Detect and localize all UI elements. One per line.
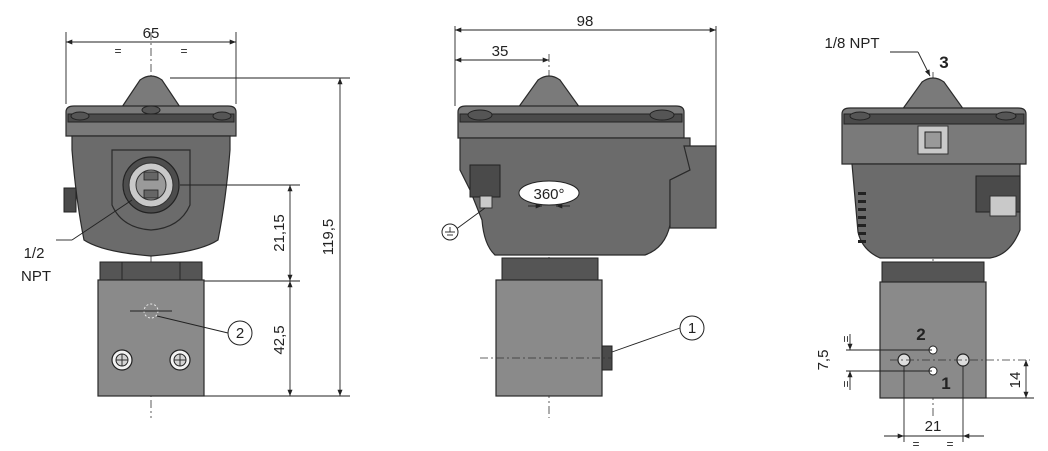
- dim-total-height: 119,5: [320, 219, 337, 255]
- equal-mark: =: [912, 437, 919, 451]
- front-port-label: 1/2: [24, 245, 45, 262]
- rotation-label: 360°: [533, 186, 564, 203]
- rotation-ellipse: [518, 180, 580, 206]
- dim-side-offset: 35: [492, 43, 509, 60]
- screw-icon: [169, 349, 191, 371]
- rear-view: 2 1 7,5 = = 14 21 = = 1/8 NPT 3: [815, 35, 1034, 451]
- callout-2-circle: [227, 320, 253, 346]
- equal-mark: =: [839, 335, 853, 342]
- port-3-label: 3: [939, 53, 948, 72]
- dim-port-vertical: 7,5: [815, 350, 832, 371]
- dim-side-width: 98: [577, 13, 594, 30]
- front-view: 2 65 = = 119,5 21,15 42,5 1/2 NPT: [21, 25, 350, 418]
- callout-2-label: 2: [236, 325, 244, 342]
- front-port-label-npt: NPT: [21, 268, 51, 285]
- callout-1-circle: [679, 315, 705, 341]
- top-port-label: 1/8 NPT: [824, 35, 879, 52]
- dim-port-height-right: 14: [1007, 372, 1024, 389]
- ground-icon: [441, 223, 459, 241]
- equal-mark: =: [839, 380, 853, 387]
- dim-port-height: 21,15: [271, 214, 288, 252]
- dim-port-spacing: 21: [925, 418, 942, 435]
- equal-mark: =: [180, 44, 187, 58]
- screw-icon: [111, 349, 133, 371]
- callout-1-label: 1: [688, 320, 696, 337]
- port-2-label: 2: [916, 325, 925, 344]
- port-1-label: 1: [941, 374, 950, 393]
- equal-mark: =: [946, 437, 953, 451]
- dim-block-height: 42,5: [271, 325, 288, 354]
- side-view: 360° 1 98 35: [441, 13, 717, 418]
- equal-mark: =: [114, 44, 121, 58]
- dim-front-width: 65: [143, 25, 160, 42]
